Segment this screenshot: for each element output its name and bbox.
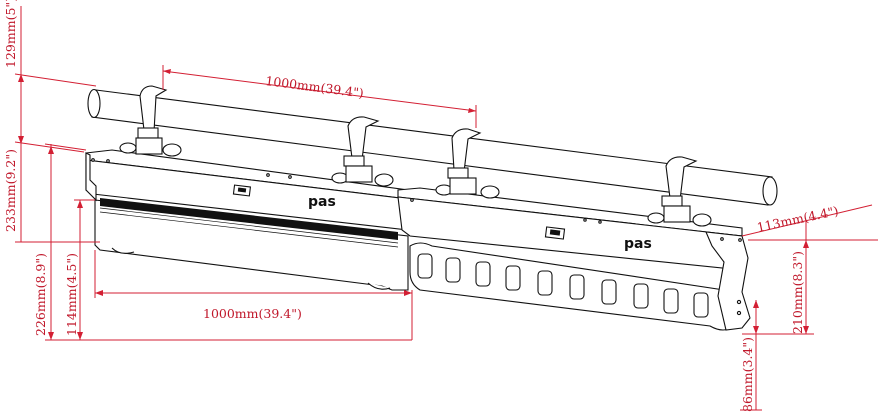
bottom-height-label: 86mm(3.4")	[740, 337, 755, 412]
clamp-4	[647, 156, 712, 227]
total-height-label: 233mm(9.2")	[3, 149, 18, 232]
top-clearance-label: 129mm(5")	[3, 0, 18, 68]
left-lens-slot	[100, 198, 398, 240]
dimension-lines	[14, 6, 878, 411]
right-fixture-logo: pas	[624, 236, 652, 252]
clamp-3	[435, 128, 500, 199]
clamp-2	[331, 116, 394, 187]
truss-pipe	[87, 88, 778, 206]
left-fixture-logo: pas	[308, 194, 336, 210]
left-fixture	[85, 149, 409, 291]
dimension-arrows	[18, 69, 809, 340]
clamp-1	[119, 85, 182, 157]
side-height-label: 210mm(8.3")	[790, 251, 805, 334]
body-height-label: 226mm(8.9")	[33, 253, 48, 336]
depth-label: 113mm(4.4")	[756, 203, 840, 235]
bar-length-label: 1000mm(39.4")	[203, 306, 302, 321]
pipe-length-label: 1000mm(39.4")	[265, 73, 365, 100]
lower-height-label: 114mm(4.5")	[64, 253, 79, 336]
right-lens-row	[417, 253, 709, 318]
